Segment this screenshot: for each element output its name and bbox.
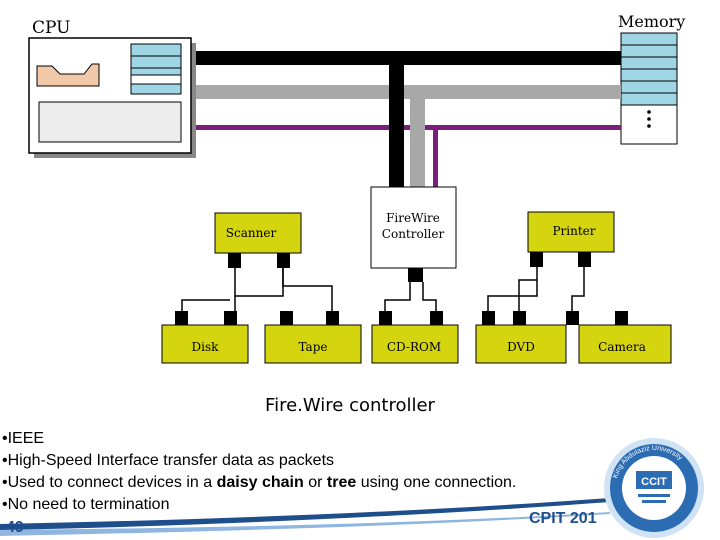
bullet-item: •IEEE	[2, 430, 45, 447]
device-label: CD-ROM	[387, 340, 441, 354]
footer-swoosh	[0, 498, 610, 536]
printer-label: Printer	[552, 224, 595, 238]
bullet-item: •No need to termination	[2, 496, 170, 513]
university-logo: CCIT King Abdulaziz University	[604, 438, 704, 538]
bus-gray-drop	[410, 99, 425, 187]
bullet-text: using one connection.	[356, 474, 517, 491]
bullet-item: •Used to connect devices in a daisy chai…	[2, 472, 516, 494]
device-disk: Disk	[161, 311, 249, 364]
bus-gray	[196, 85, 621, 99]
device-tape: Tape	[264, 311, 362, 364]
bus-black-drop	[389, 65, 404, 187]
device-cd-rom: CD-ROM	[371, 311, 459, 364]
scanner-device: Scanner	[214, 212, 302, 268]
device-camera: Camera	[566, 311, 672, 364]
controller-label-line2: Controller	[382, 227, 445, 241]
bus-black	[196, 51, 621, 65]
firewire-controller: FireWire Controller	[370, 186, 457, 282]
memory-box	[620, 32, 678, 145]
memory-label: Memory	[618, 12, 685, 31]
cpu-box	[28, 37, 196, 158]
device-dvd: DVD	[475, 311, 567, 364]
bullet-text: •Used to connect devices in a	[2, 474, 217, 491]
diagram-caption: Fire.Wire controller	[265, 395, 435, 416]
device-label: Camera	[598, 340, 646, 354]
printer-device: Printer	[527, 211, 615, 267]
bullet-item: •High-Speed Interface transfer data as p…	[2, 452, 335, 469]
device-label: Tape	[298, 340, 327, 354]
slide-number: 49	[6, 519, 24, 536]
scanner-label: Scanner	[226, 226, 277, 240]
bullet-bold-text: tree	[326, 474, 357, 491]
logo-center-text: CCIT	[641, 476, 667, 488]
connection-wires	[181, 267, 585, 312]
device-label: DVD	[507, 340, 535, 354]
controller-label-line1: FireWire	[386, 211, 440, 225]
bullet-bold-text: daisy chain	[216, 474, 304, 491]
bullet-text: or	[303, 474, 327, 491]
firewire-diagram: CPU Memory FireWire Controller Scanner P…	[28, 12, 685, 364]
device-label: Disk	[192, 340, 220, 354]
cpu-label: CPU	[32, 18, 70, 38]
bus-purple-drop	[433, 130, 438, 187]
course-code: CPIT 201	[529, 510, 597, 527]
bullet-list: •IEEE •High-Speed Interface transfer dat…	[2, 428, 516, 516]
bus-purple	[196, 125, 621, 130]
